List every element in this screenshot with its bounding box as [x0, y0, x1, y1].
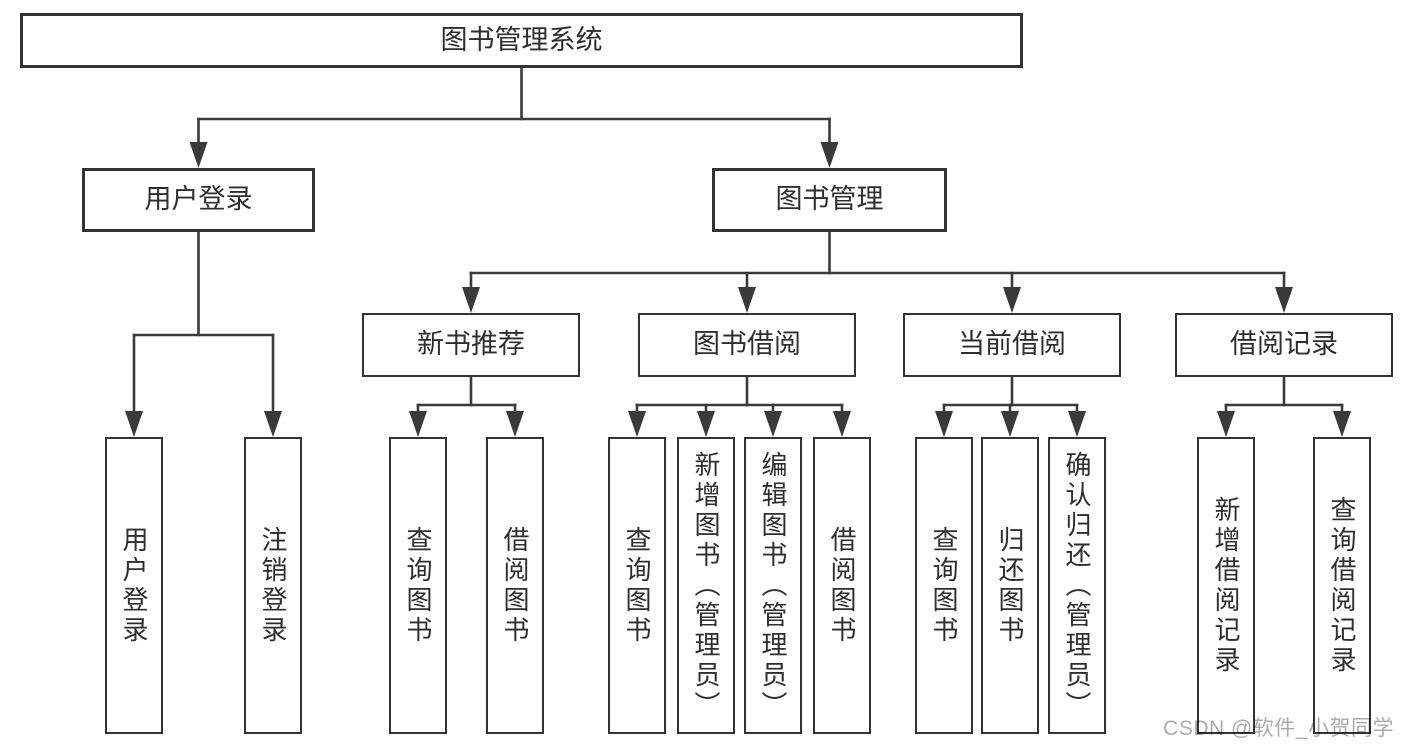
node-label-rec-add: 新增借阅记录	[1211, 495, 1241, 676]
node-label-bw-edit: 编辑图书（管理员）	[758, 450, 788, 721]
arrowhead-cur-confirm	[1068, 411, 1086, 437]
node-label-login: 用户登录	[144, 184, 253, 215]
node-nb-borrow: 借阅图书	[486, 437, 544, 734]
arrowhead-newbook	[462, 287, 480, 313]
node-current: 当前借阅	[903, 313, 1121, 377]
node-record: 借阅记录	[1175, 313, 1393, 377]
node-label-bw-add: 新增图书（管理员）	[691, 450, 721, 721]
arrowhead-rec-add	[1217, 411, 1235, 437]
node-cur-confirm: 确认归还（管理员）	[1048, 437, 1106, 734]
arrowhead-bw-borrow	[833, 411, 851, 437]
node-label-nb-borrow: 借阅图书	[500, 525, 530, 646]
node-label-newbook: 新书推荐	[417, 329, 525, 360]
arrowhead-login	[189, 142, 208, 168]
node-label-nb-query: 查询图书	[403, 525, 433, 646]
node-borrow: 图书借阅	[638, 313, 856, 377]
node-login: 用户登录	[82, 168, 315, 232]
node-label-cur-query: 查询图书	[929, 525, 959, 646]
arrowhead-nb-query	[409, 411, 427, 437]
arrowhead-logout	[264, 411, 282, 437]
node-user-login: 用户登录	[105, 437, 163, 734]
arrowhead-cur-return	[1001, 411, 1019, 437]
node-bw-borrow: 借阅图书	[813, 437, 871, 734]
node-bw-edit: 编辑图书（管理员）	[744, 437, 802, 734]
node-label-bookmgmt: 图书管理	[775, 184, 884, 215]
node-label-user-login: 用户登录	[119, 525, 149, 646]
node-label-cur-return: 归还图书	[995, 525, 1025, 646]
arrowhead-record	[1275, 287, 1293, 313]
arrowhead-rec-query	[1333, 411, 1351, 437]
arrowhead-nb-borrow	[506, 411, 524, 437]
arrowhead-current	[1003, 287, 1021, 313]
arrowhead-cur-query	[935, 411, 953, 437]
node-label-rec-query: 查询借阅记录	[1327, 495, 1357, 676]
arrowhead-bw-add	[697, 411, 715, 437]
node-label-bw-query: 查询图书	[622, 525, 652, 646]
node-bw-add: 新增图书（管理员）	[677, 437, 735, 734]
node-label-borrow: 图书借阅	[693, 329, 801, 360]
node-label-cur-confirm: 确认归还（管理员）	[1062, 450, 1092, 721]
arrowhead-borrow	[738, 287, 756, 313]
node-rec-add: 新增借阅记录	[1197, 437, 1255, 734]
node-bookmgmt: 图书管理	[712, 168, 947, 232]
arrowhead-bw-edit	[764, 411, 782, 437]
node-newbook: 新书推荐	[362, 313, 580, 377]
node-root: 图书管理系统	[20, 13, 1023, 68]
node-nb-query: 查询图书	[389, 437, 447, 734]
node-logout: 注销登录	[244, 437, 302, 734]
watermark-text: CSDN @软件_小贺同学	[1163, 717, 1394, 740]
node-label-bw-borrow: 借阅图书	[827, 525, 857, 646]
node-cur-query: 查询图书	[915, 437, 973, 734]
node-label-current: 当前借阅	[958, 329, 1066, 360]
node-cur-return: 归还图书	[981, 437, 1039, 734]
arrowhead-bookmgmt	[820, 142, 839, 168]
arrowhead-user-login	[125, 411, 143, 437]
arrowhead-bw-query	[628, 411, 646, 437]
node-rec-query: 查询借阅记录	[1313, 437, 1371, 734]
node-label-logout: 注销登录	[258, 525, 288, 646]
node-label-record: 借阅记录	[1230, 329, 1338, 360]
node-label-root: 图书管理系统	[440, 24, 603, 55]
node-bw-query: 查询图书	[608, 437, 666, 734]
